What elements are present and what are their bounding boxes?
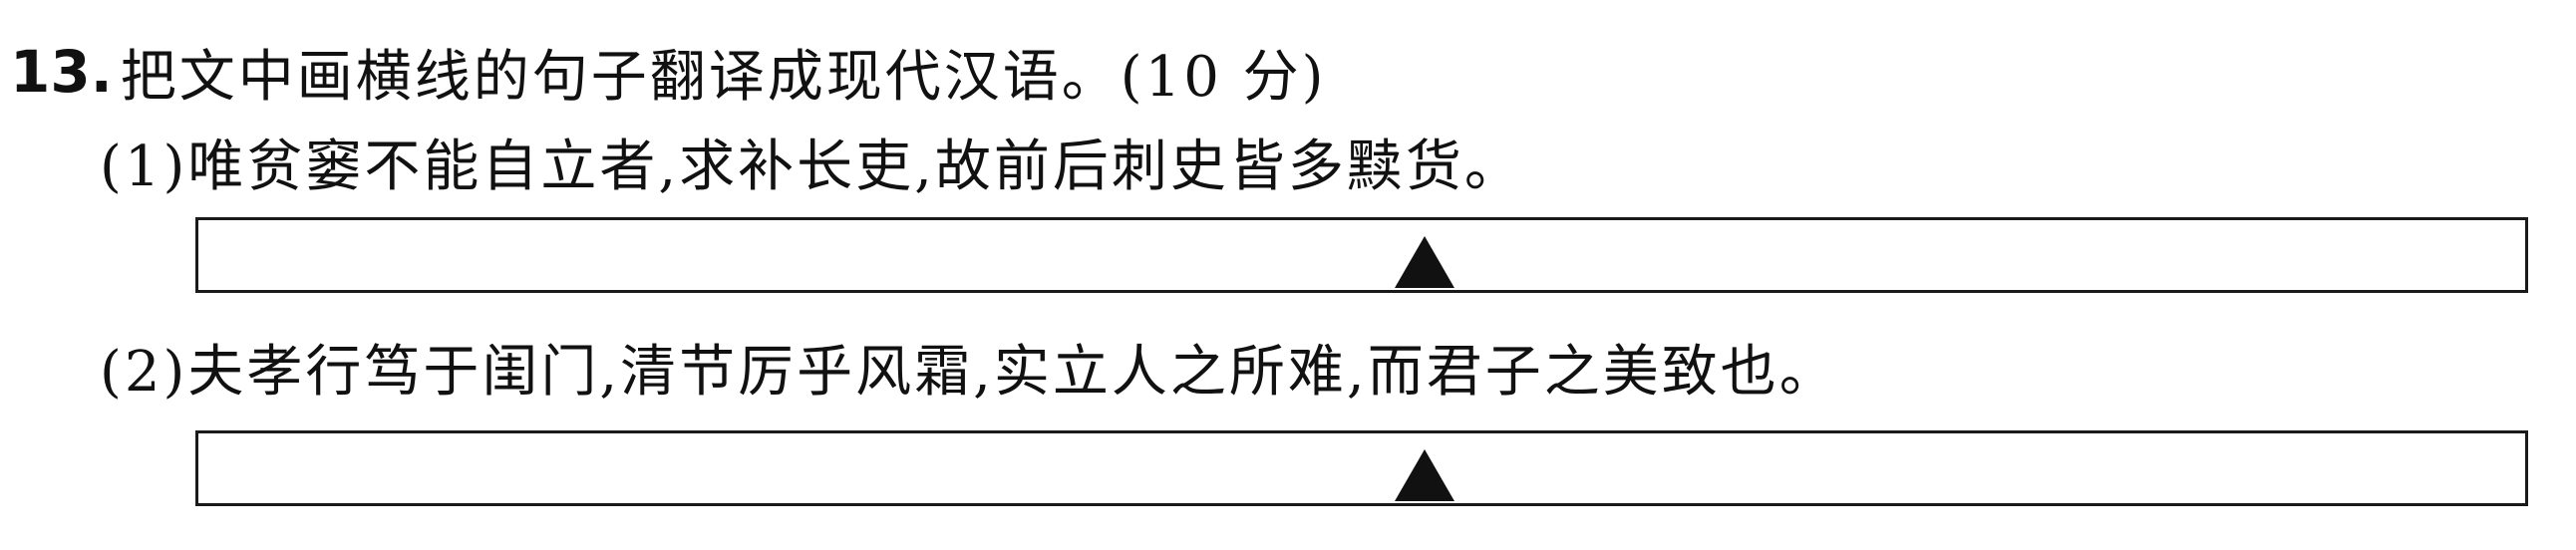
question-heading: 13. 把文中画横线的句子翻译成现代汉语。(10 分) bbox=[10, 30, 1327, 114]
triangle-marker-icon bbox=[1395, 236, 1454, 288]
triangle-marker-icon bbox=[1395, 449, 1454, 501]
sub-question-2: (2)夫孝行笃于闺门,清节厉乎风霜,实立人之所难,而君子之美致也。 bbox=[100, 339, 1838, 405]
sub-question-1: (1)唯贫窭不能自立者,求补长吏,故前后刺史皆多黩货。 bbox=[100, 134, 1523, 199]
question-number: 13. bbox=[10, 38, 113, 106]
answer-box-1[interactable] bbox=[195, 217, 2528, 293]
question-prompt: 把文中画横线的句子翻译成现代汉语。(10 分) bbox=[120, 44, 1327, 110]
answer-box-2[interactable] bbox=[195, 430, 2528, 506]
